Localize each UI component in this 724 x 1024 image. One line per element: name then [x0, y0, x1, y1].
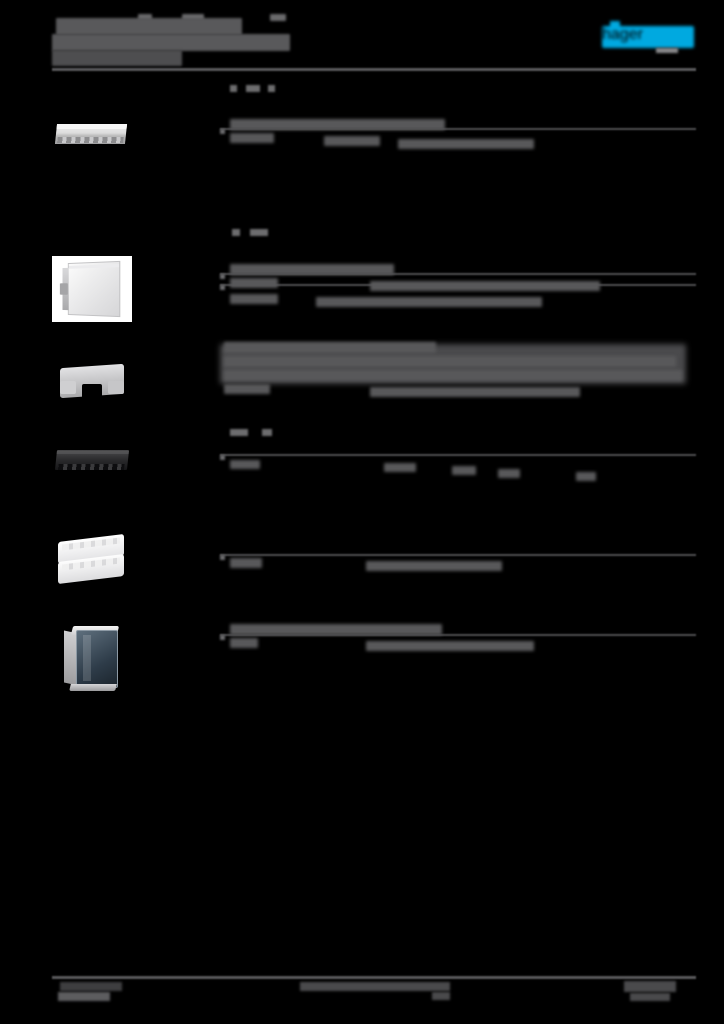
product-image-panel-cover-white[interactable] — [52, 256, 132, 322]
footer-center-text-2 — [432, 992, 450, 1000]
section-paragraph-6 — [230, 624, 700, 654]
title-accent-mark-2 — [182, 14, 204, 21]
terminal-block-icon — [54, 450, 130, 470]
footer-center-text — [300, 982, 450, 991]
bullet-icon — [220, 455, 225, 460]
footer-page-number — [624, 981, 676, 992]
page-title-line-2 — [52, 34, 290, 51]
footer-page-number-2 — [630, 993, 670, 1001]
section-rule-1 — [220, 128, 696, 130]
bullet-icon — [220, 129, 225, 134]
footer-left-text-2 — [58, 992, 110, 1001]
page-header — [52, 14, 696, 70]
bullet-icon — [220, 635, 225, 640]
section-paragraph-5 — [230, 558, 700, 574]
hager-logo: hager — [602, 21, 694, 53]
bracket-icon — [60, 363, 124, 399]
section-columns-row-4 — [230, 460, 700, 484]
bullet-icon — [220, 285, 225, 290]
section-paragraph-1 — [230, 119, 700, 152]
section-paragraph-2 — [230, 264, 700, 310]
hager-tagline — [656, 48, 678, 53]
header-rule — [52, 68, 696, 71]
hager-wordmark: hager — [602, 21, 694, 48]
enclosure-icon — [64, 626, 120, 691]
product-image-insulator-blocks-white[interactable] — [52, 528, 132, 590]
section-paragraph-3 — [224, 342, 694, 400]
section-rule-4 — [220, 454, 696, 456]
footer-left-text — [60, 982, 122, 991]
product-image-terminal-strip-grey[interactable] — [52, 106, 132, 152]
page-title-line-1 — [56, 18, 242, 35]
product-image-terminal-block-black[interactable] — [52, 434, 132, 478]
product-image-enclosure-smoked-door[interactable] — [52, 618, 132, 696]
footer-rule — [52, 976, 696, 979]
bullet-icon — [220, 555, 225, 560]
section-rule-6 — [220, 634, 696, 636]
page-footer — [52, 976, 696, 1006]
product-image-mounting-bracket-grey[interactable] — [52, 352, 132, 410]
page-title-line-3 — [52, 50, 182, 66]
strip-icon — [54, 124, 128, 144]
title-accent-mark-3 — [270, 14, 286, 21]
section-rule-5 — [220, 554, 696, 556]
bullet-icon — [220, 274, 225, 279]
title-accent-mark-1 — [138, 14, 152, 21]
section-rule-2 — [220, 273, 696, 275]
panel-icon — [59, 260, 121, 318]
